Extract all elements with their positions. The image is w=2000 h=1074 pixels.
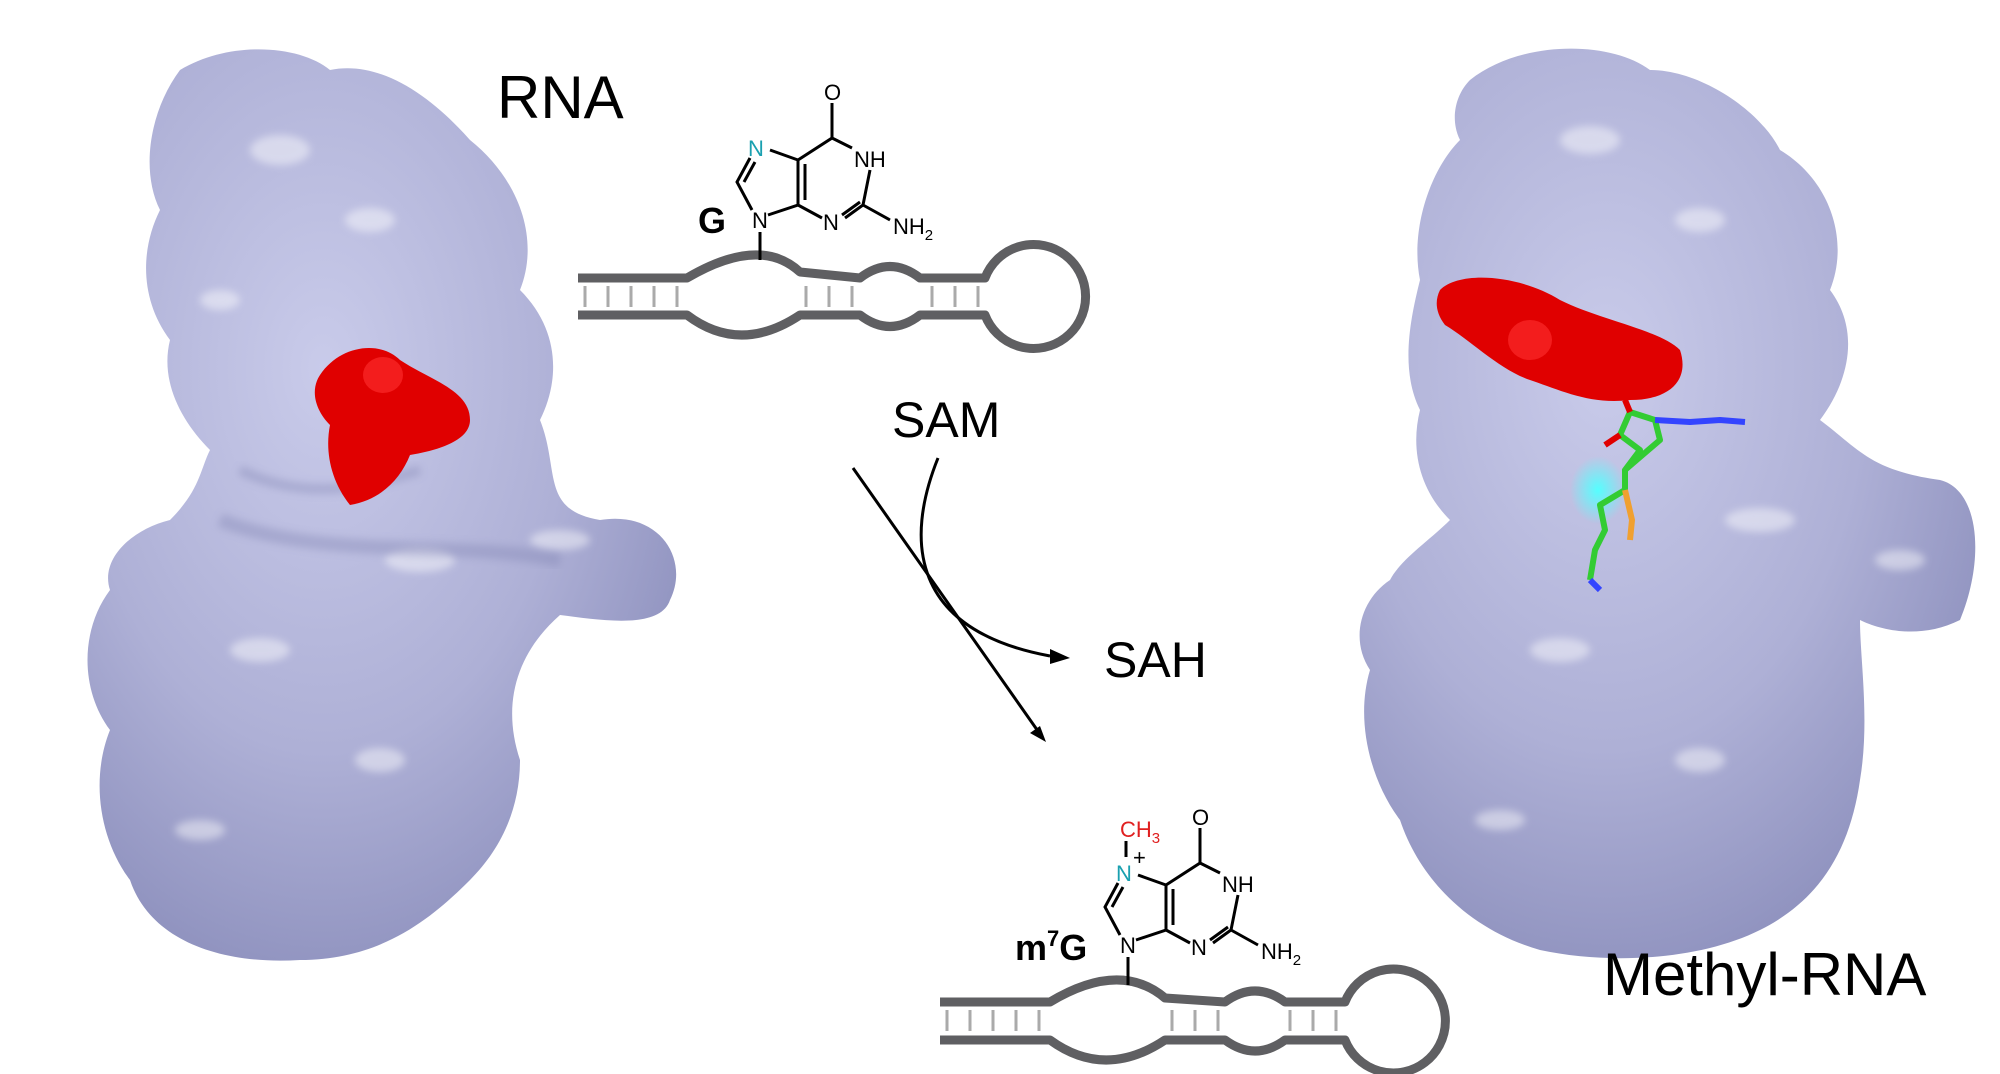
rna-hairpin-bottom: [940, 964, 1450, 1074]
sah-label: SAH: [1104, 632, 1207, 688]
atom-o6: O: [824, 80, 841, 105]
cyan-density: [1570, 456, 1626, 524]
methyl-group: CH: [1120, 817, 1152, 842]
atom-n7-methylated: N: [1116, 861, 1132, 886]
atom-n1h: NH: [854, 147, 886, 172]
atom-o6: O: [1192, 805, 1209, 830]
sam-ligand: [1587, 398, 1746, 593]
positive-charge: +: [1133, 845, 1146, 870]
atom-n7: N: [748, 136, 764, 161]
protein-surface-right: [1359, 48, 1976, 959]
protein-surface-left: [87, 49, 677, 961]
atom-n9: N: [752, 208, 768, 233]
guanine-label: G: [698, 200, 726, 241]
rna-label: RNA: [497, 64, 624, 131]
active-site-left: [314, 348, 470, 505]
atom-n3: N: [1191, 935, 1207, 960]
m7g-structure: N N + CH3 N NH O NH2: [1103, 805, 1301, 985]
guanine-structure: N N N NH O NH2: [735, 80, 933, 260]
svg-text:NH2: NH2: [1261, 939, 1301, 969]
atom-n1h: NH: [1222, 872, 1254, 897]
atom-nh2: NH: [893, 214, 925, 239]
rna-hairpin-top: [578, 240, 1091, 353]
sam-label: SAM: [892, 392, 1000, 448]
m7g-label: m7G: [1015, 926, 1087, 968]
atom-nh2: NH: [1261, 939, 1293, 964]
reaction-arrows: [851, 457, 1070, 742]
active-site-right: [1436, 277, 1683, 401]
atom-n9: N: [1120, 933, 1136, 958]
base-pairs-bottom: [945, 1010, 1338, 1031]
svg-text:NH2: NH2: [893, 214, 933, 244]
atom-n3: N: [823, 210, 839, 235]
base-pairs-top: [583, 286, 980, 307]
methyl-rna-label: Methyl-RNA: [1603, 941, 1926, 1008]
svg-text:CH3: CH3: [1120, 817, 1160, 847]
